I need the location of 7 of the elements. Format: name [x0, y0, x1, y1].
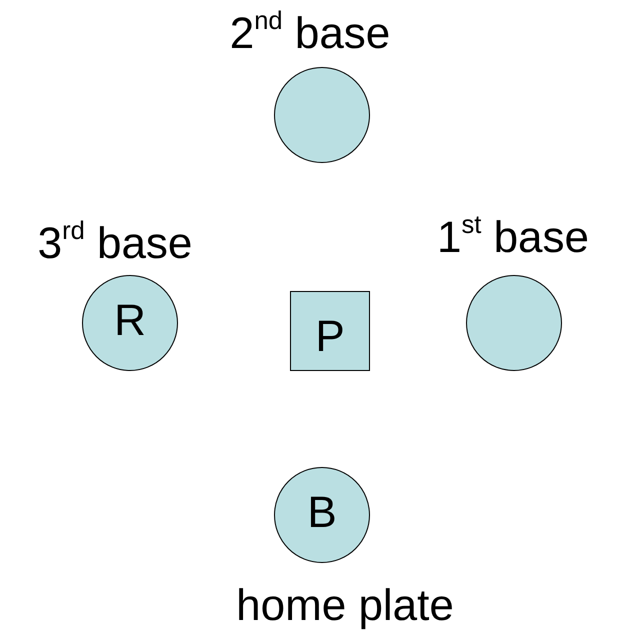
base-label: 1$^{st}$ base	[437, 212, 589, 264]
player-letter: R	[114, 295, 146, 347]
player-letter: B	[307, 487, 337, 539]
base-label: home plate	[236, 580, 454, 632]
base-label: 3$^{rd}$ base	[38, 218, 192, 270]
player-letter: P	[315, 311, 345, 363]
base-label: 2$^{nd}$ base	[230, 8, 390, 60]
